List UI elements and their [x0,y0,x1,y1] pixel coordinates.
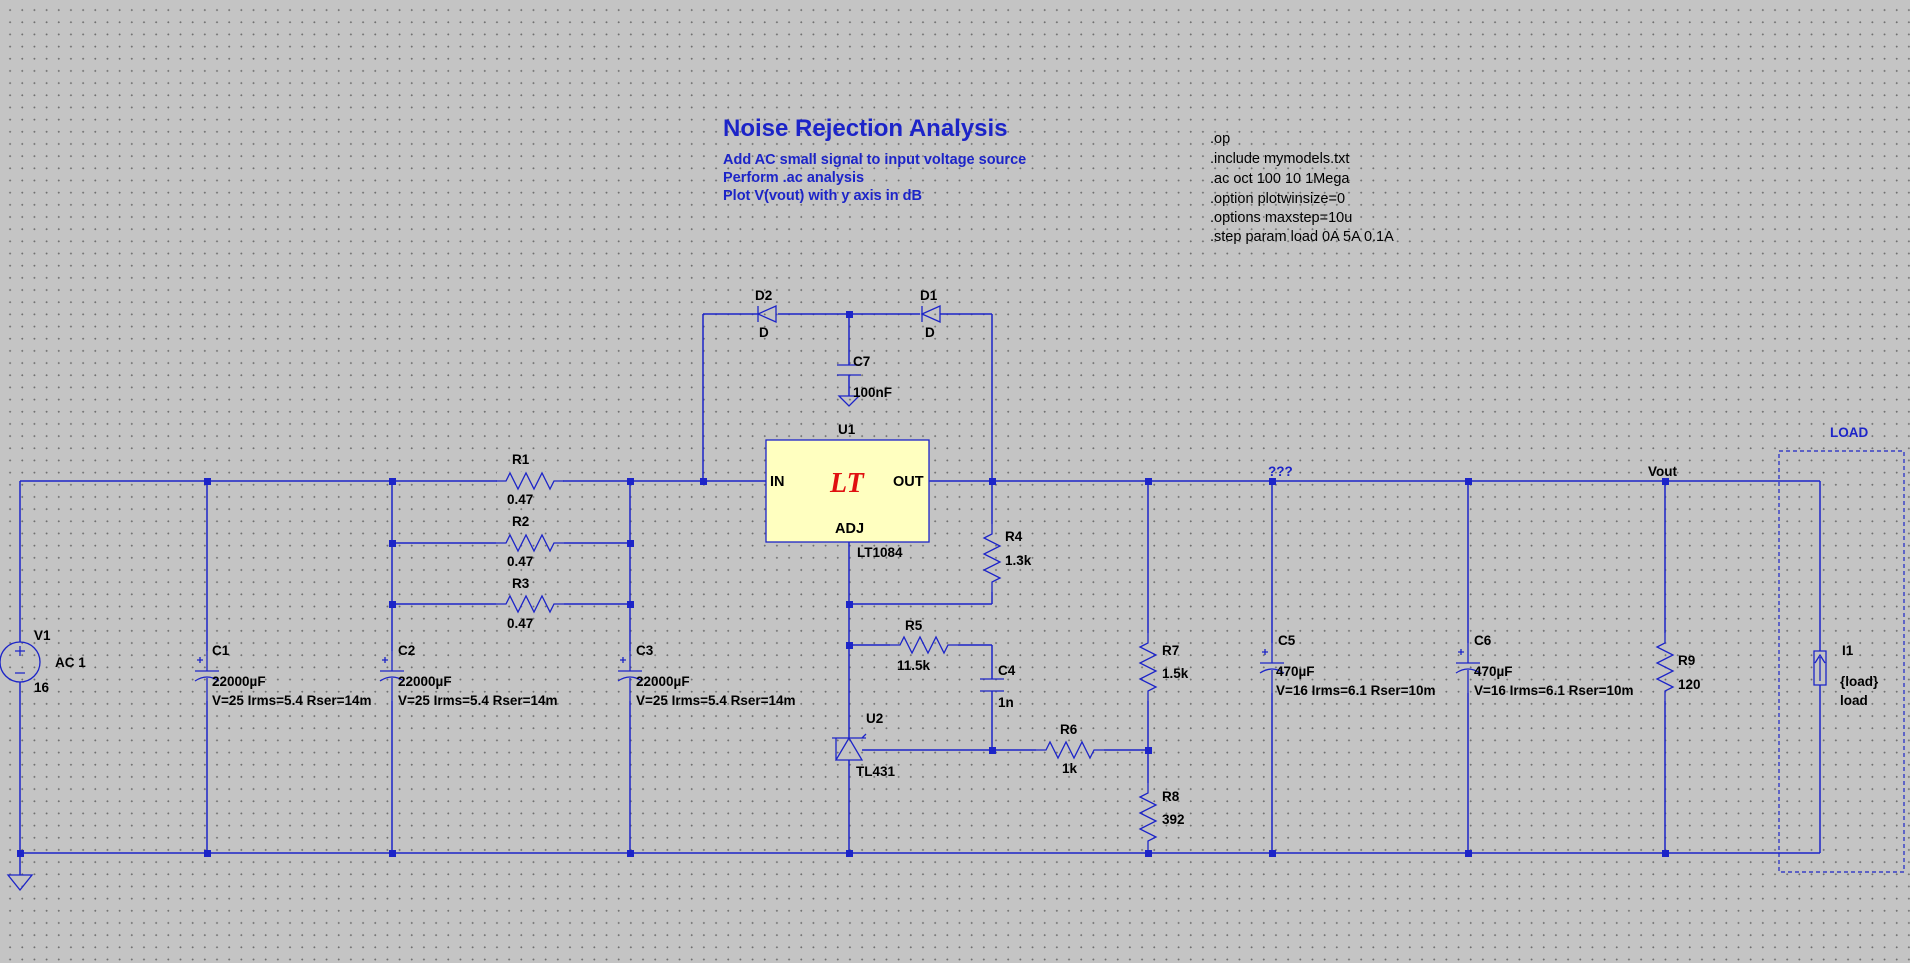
r1-value: 0.47 [507,492,533,507]
resistor-r3[interactable] [495,595,565,613]
r8-value: 392 [1162,812,1185,827]
wires [19,313,1821,875]
resistor-r7[interactable] [1139,632,1157,702]
v1-ac: AC 1 [55,655,86,670]
u1-pin-out: OUT [893,474,924,490]
diode-d1[interactable] [920,304,941,324]
annotation-line-2: Perform .ac analysis [723,170,864,186]
u2-part: TL431 [856,764,896,779]
r2-ref: R2 [512,514,529,529]
c6-ref: C6 [1474,633,1492,648]
resistor-r1[interactable] [495,472,565,490]
d2-ref: D2 [755,288,772,303]
r7-value: 1.5k [1162,666,1189,681]
c3-value: 22000µF [636,674,690,689]
load-box-label: LOAD [1830,425,1868,440]
resistor-r6[interactable] [1035,741,1105,759]
directive-step[interactable]: .step param load 0A 5A 0.1A [1210,229,1394,245]
r3-ref: R3 [512,576,530,591]
r5-value: 11.5k [897,658,931,673]
c1-ref: C1 [212,643,230,658]
d2-value: D [759,325,769,340]
c2-ref: C2 [398,643,415,658]
resistor-r9[interactable] [1656,632,1674,702]
c4-value: 1n [998,695,1014,710]
resistor-r4[interactable] [983,523,1001,593]
r6-ref: R6 [1060,722,1078,737]
directive-ac[interactable]: .ac oct 100 10 1Mega [1210,171,1350,187]
current-source-i1[interactable] [1813,650,1828,686]
r4-value: 1.3k [1005,553,1032,568]
resistor-r5[interactable] [889,636,959,654]
u1-ref: U1 [838,422,856,437]
c3-ref: C3 [636,643,654,658]
shunt-regulator-u2[interactable] [832,733,867,761]
regulator-u1[interactable] [765,439,930,543]
i1-extra: load [1840,693,1868,708]
c7-value: 100nF [853,385,892,400]
c6-params: V=16 Irms=6.1 Rser=10m [1474,683,1634,698]
v1-ref: V1 [34,628,51,643]
net-label-unnamed[interactable]: ??? [1268,464,1293,479]
directive-maxstep[interactable]: .options maxstep=10u [1210,210,1352,226]
u1-pin-adj: ADJ [835,521,864,537]
c4-ref: C4 [998,663,1016,678]
v1-value: 16 [34,680,50,695]
load-box[interactable] [1778,450,1905,873]
junctions [17,311,1669,857]
r9-ref: R9 [1678,653,1695,668]
c5-value: 470µF [1276,664,1315,679]
r2-value: 0.47 [507,554,533,569]
voltage-source-v1[interactable] [0,641,41,683]
c1-params: V=25 Irms=5.4 Rser=14m [212,693,372,708]
c7-ref: C7 [853,354,870,369]
resistor-r2[interactable] [495,534,565,552]
u1-part: LT1084 [857,545,903,560]
lt-logo: LT [829,468,866,499]
c5-params: V=16 Irms=6.1 Rser=10m [1276,683,1436,698]
annotation-line-3: Plot V(vout) with y axis in dB [723,188,922,204]
i1-ref: I1 [1842,643,1854,658]
c6-value: 470µF [1474,664,1513,679]
analysis-title: Noise Rejection Analysis [723,115,1008,142]
directive-plotwinsize[interactable]: .option plotwinsize=0 [1210,191,1345,207]
r3-value: 0.47 [507,616,533,631]
u2-ref: U2 [866,711,883,726]
diode-d2[interactable] [756,304,777,324]
r7-ref: R7 [1162,643,1179,658]
c5-ref: C5 [1278,633,1296,648]
c1-value: 22000µF [212,674,266,689]
i1-value: {load} [1840,674,1879,689]
r1-ref: R1 [512,452,530,467]
annotation-line-1: Add AC small signal to input voltage sou… [723,152,1026,168]
c3-params: V=25 Irms=5.4 Rser=14m [636,693,796,708]
capacitor-c7[interactable] [837,364,861,407]
c2-value: 22000µF [398,674,452,689]
r5-ref: R5 [905,618,923,633]
u1-pin-in: IN [770,474,785,490]
r8-ref: R8 [1162,789,1180,804]
d1-ref: D1 [920,288,938,303]
r9-value: 120 [1678,677,1701,692]
d1-value: D [925,325,935,340]
directive-op[interactable]: .op [1210,131,1230,147]
capacitor-c4[interactable] [980,678,1004,692]
net-label-vout[interactable]: Vout [1648,464,1677,479]
directive-include[interactable]: .include mymodels.txt [1210,151,1349,167]
ground-icon [6,874,34,892]
r4-ref: R4 [1005,529,1023,544]
r6-value: 1k [1062,761,1078,776]
c2-params: V=25 Irms=5.4 Rser=14m [398,693,558,708]
resistor-r8[interactable] [1139,782,1157,852]
